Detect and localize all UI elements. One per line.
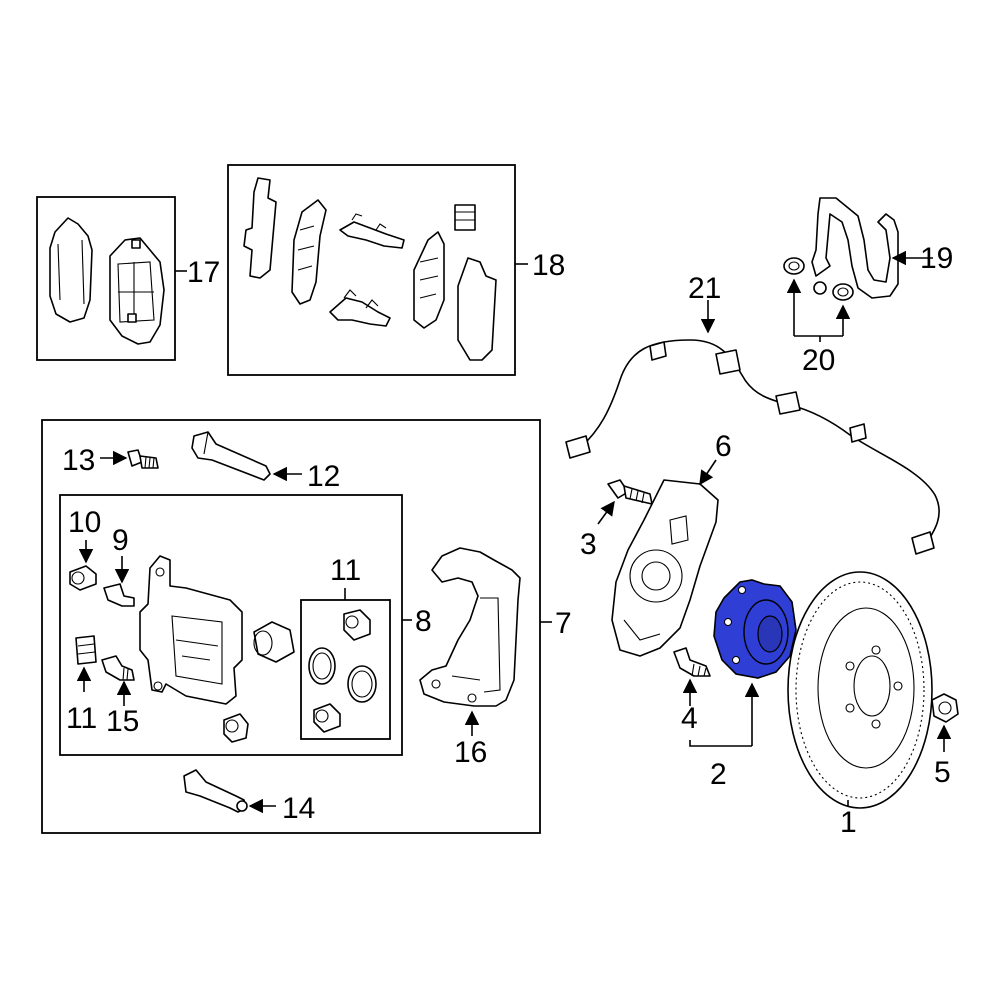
dust-cap[interactable]: [223, 713, 249, 743]
callout-19: 19: [920, 242, 953, 275]
guide-pin-12[interactable]: [191, 431, 271, 481]
hardware-kit-box-18[interactable]: [227, 164, 528, 376]
bushing-10[interactable]: [69, 565, 97, 591]
caliper-body[interactable]: [139, 555, 243, 705]
callout-5: 5: [934, 756, 951, 789]
callout-4: 4: [681, 702, 698, 735]
brake-hose-19[interactable]: [811, 197, 899, 299]
guide-pin-14[interactable]: [183, 769, 248, 813]
brake-rotor-1[interactable]: [787, 571, 933, 809]
bolt-3[interactable]: [607, 479, 653, 505]
wheel-stud-4[interactable]: [673, 647, 711, 677]
callout-10: 10: [68, 506, 101, 539]
bolt-15[interactable]: [101, 655, 135, 681]
callout-18: 18: [532, 249, 565, 282]
caliper-box-8[interactable]: [59, 494, 403, 756]
callout-17: 17: [187, 256, 220, 289]
lug-nut-5[interactable]: [931, 693, 959, 723]
callout-14: 14: [282, 792, 315, 825]
caliper-bracket-16[interactable]: [419, 547, 521, 707]
washers-20[interactable]: [783, 257, 854, 301]
callout-16: 16: [454, 736, 487, 769]
wheel-hub-2[interactable]: [713, 579, 797, 679]
piston[interactable]: [253, 621, 295, 663]
callout-6: 6: [715, 430, 732, 463]
callout-12: 12: [307, 460, 340, 493]
bleeder-screw-9[interactable]: [103, 583, 135, 607]
callout-7: 7: [555, 607, 572, 640]
dust-shield-6[interactable]: [611, 479, 719, 657]
caliper-assembly-box-7[interactable]: [41, 419, 541, 834]
abs-sensor-21[interactable]: [565, 339, 940, 555]
callout-3: 3: [580, 528, 597, 561]
clip-11-left[interactable]: [75, 635, 97, 665]
callout-2: 2: [710, 758, 727, 791]
seal-kit-box-11[interactable]: [300, 599, 391, 740]
callout-20: 20: [802, 344, 835, 377]
callout-1: 1: [840, 806, 857, 839]
callout-21: 21: [688, 272, 721, 305]
bolt-13[interactable]: [127, 449, 159, 469]
callout-9: 9: [112, 524, 129, 557]
callout-11-left: 11: [66, 702, 97, 735]
callout-15: 15: [106, 705, 139, 738]
callout-8: 8: [415, 605, 432, 638]
callout-13: 13: [62, 444, 95, 477]
pad-set-box-17[interactable]: [36, 196, 187, 361]
callout-11-right: 11: [330, 554, 361, 587]
